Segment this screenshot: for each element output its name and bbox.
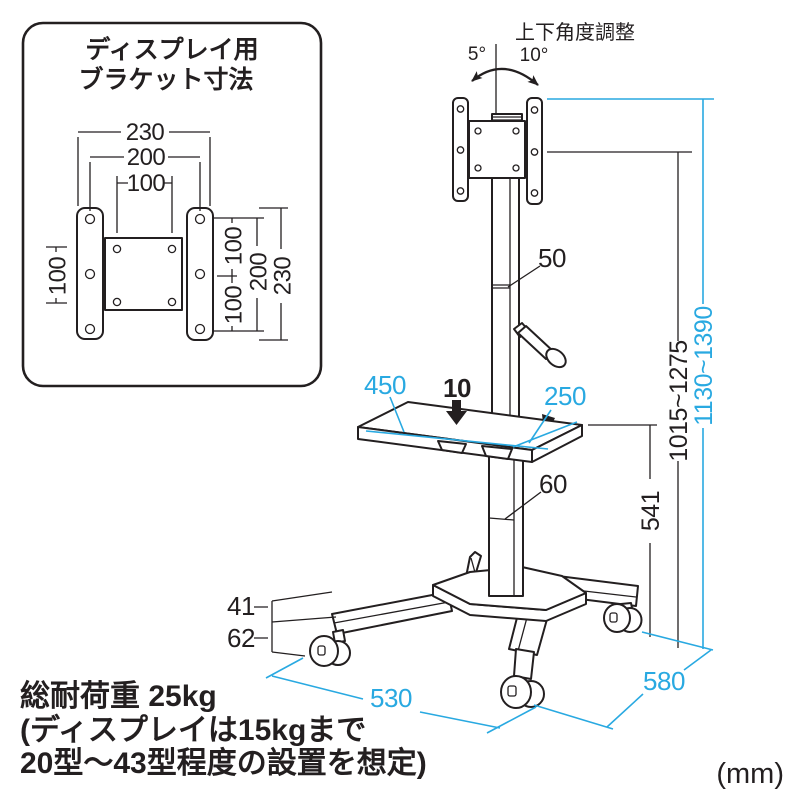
bracket-left-plate (76, 207, 104, 340)
crank-knob (545, 347, 567, 369)
bracket-inset: ディスプレイ用 ブラケット寸法 230 200 100 100 (21, 21, 323, 388)
dim-530-label: 530 (370, 683, 412, 713)
dim-100-right-top: 100 (221, 227, 248, 266)
shelf-hook-2 (481, 445, 513, 460)
tilt-front-angle-label: 10° (520, 45, 549, 66)
tilt-title-label: 上下角度調整 (515, 21, 635, 44)
dim-60-label: 60 (539, 469, 567, 499)
left-caster-wheel (309, 635, 339, 667)
tilt-adjustment: 上下角度調整 5° 10° (468, 21, 635, 146)
dim-450-label: 450 (364, 370, 406, 400)
shelf (357, 396, 583, 463)
shelf-depth-leader (528, 409, 552, 444)
footprint-dims: 530 580 (265, 631, 714, 734)
load-capacity-line1: 総耐荷重 25kg (20, 680, 217, 713)
dim-541-label: 541 (637, 491, 665, 531)
dim-50-label: 50 (538, 243, 566, 273)
dim-100-top: 100 (127, 170, 166, 197)
pole-dims: 50 60 (504, 243, 567, 520)
dim-250-label: 250 (544, 381, 586, 411)
dim-10-label: 10 (443, 373, 471, 403)
dim-100-right-bottom: 100 (221, 286, 248, 325)
bracket-right-plate (186, 207, 214, 341)
dim-total-height-label: 1130~1390 (690, 306, 718, 425)
unit-label: (mm) (716, 758, 784, 790)
dim-230-right: 230 (270, 257, 297, 296)
inset-title-line1: ディスプレイ用 (85, 35, 258, 64)
leg-caster-dims: 41 62 (227, 591, 337, 657)
shelf-right-face (531, 424, 583, 463)
dim-230-top: 230 (126, 119, 165, 146)
upper-pole (491, 177, 520, 428)
bracket-side-plate-left (452, 97, 469, 202)
shelf-hook-1 (437, 440, 467, 454)
thickness-arrow (446, 400, 467, 425)
tilt-back-angle-label: 5° (468, 44, 486, 65)
bracket-vesa-plate (468, 120, 526, 179)
shelf-depth-line (512, 421, 578, 448)
dim-62-label: 62 (227, 623, 255, 653)
crank-handle (513, 322, 567, 369)
upper-pole-body (491, 177, 520, 428)
bracket-left-dim: 100 (45, 246, 72, 304)
dim-41-label: 41 (227, 591, 255, 621)
shelf-width-leader (389, 396, 405, 433)
dim-100-left: 100 (45, 257, 72, 296)
bracket-side-plate-right (526, 97, 543, 205)
load-capacity-line3: 20型〜43型程度の設置を想定) (20, 746, 427, 780)
dim-200-top: 200 (127, 144, 166, 171)
dim-200-right: 200 (246, 253, 273, 292)
front-caster-stem (513, 648, 535, 680)
bracket-top-dims: 230 200 100 (77, 119, 211, 233)
load-capacity-line2: (ディスプレイは15kgまで (20, 713, 366, 747)
bracket-drawing (76, 207, 214, 341)
height-dims: 1130~1390 1015~1275 541 (547, 98, 718, 649)
tilt-arc-arrow (471, 67, 539, 86)
lower-pole (488, 449, 524, 597)
inset-title-line2: ブラケット寸法 (78, 65, 253, 94)
cart-base (309, 551, 643, 709)
lower-pole-body (488, 449, 524, 597)
bracket-right-dims: 100 100 200 230 (213, 207, 297, 341)
shelf-dims: 450 250 10 (364, 370, 586, 425)
dim-pole-height-label: 1015~1275 (665, 340, 693, 461)
display-bracket (452, 97, 543, 205)
left-caster-stem (332, 629, 346, 644)
footer-notes: 総耐荷重 25kg (ディスプレイは15kgまで 20型〜43型程度の設置を想定… (20, 680, 784, 790)
dim-580-label: 580 (643, 666, 685, 696)
